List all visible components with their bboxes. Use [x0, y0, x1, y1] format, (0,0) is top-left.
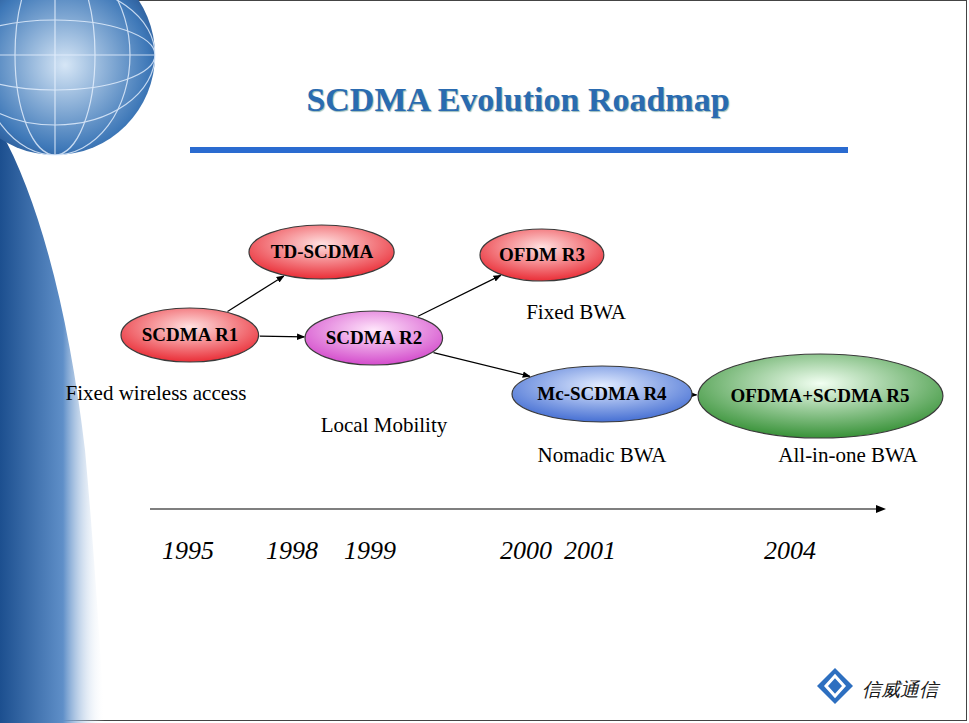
stage-caption: Local Mobility [321, 413, 448, 438]
timeline-arrowhead [876, 505, 886, 513]
evolution-arrow [260, 336, 305, 338]
side-band [0, 130, 105, 723]
release-ellipse: OFDM R3 [479, 228, 605, 282]
release-ellipse: TD-SCDMA [248, 224, 395, 280]
slide-title: SCDMA Evolution Roadmap [306, 81, 729, 119]
globe-grid [0, 0, 155, 155]
year-label: 2004 [764, 536, 816, 566]
year-label: 1998 [266, 536, 318, 566]
year-label: 2001 [564, 536, 616, 566]
release-ellipse: OFDMA+SCDMA R5 [697, 353, 944, 439]
release-name: OFDM R3 [499, 244, 585, 266]
release-ellipse: Mc-SCDMA R4 [511, 365, 693, 423]
company-logo [817, 668, 853, 704]
globe [0, 0, 155, 155]
release-ellipse: SCDMA R2 [304, 310, 444, 366]
evolution-arrow [434, 353, 530, 377]
year-label: 1999 [344, 536, 396, 566]
release-name: Mc-SCDMA R4 [537, 383, 666, 405]
year-label: 2000 [500, 536, 552, 566]
stage-caption: Nomadic BWA [538, 443, 667, 468]
evolution-arrow [418, 275, 501, 316]
evolution-arrow [228, 276, 284, 311]
release-name: SCDMA R2 [326, 327, 423, 349]
release-ellipse: SCDMA R1 [120, 307, 260, 363]
stage-caption: Fixed wireless access [66, 381, 247, 406]
release-name: OFDMA+SCDMA R5 [730, 385, 909, 407]
stage-caption: Fixed BWA [526, 300, 626, 325]
stage-caption: All-in-one BWA [778, 443, 917, 468]
timeline-axis [150, 508, 878, 509]
release-name: SCDMA R1 [142, 324, 239, 346]
evolution-arrow [693, 394, 697, 395]
release-name: TD-SCDMA [271, 241, 373, 263]
company-name: 信威通信 [862, 677, 938, 703]
year-label: 1995 [162, 536, 214, 566]
title-underline [190, 147, 848, 153]
